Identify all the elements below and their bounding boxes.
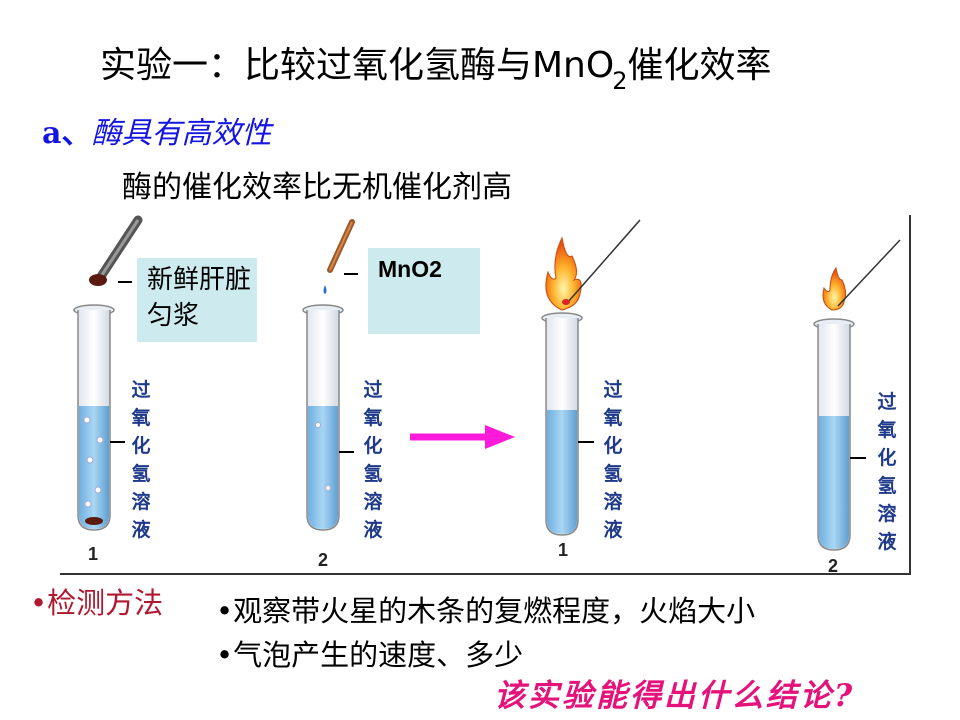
liver-dropper [89, 215, 143, 286]
section-letter: a、 [42, 116, 92, 151]
subtitle: 酶的催化效率比无机催化剂高 [122, 170, 512, 205]
liver-label: 新鲜肝脏匀浆 [137, 258, 257, 342]
test-tube-1 [73, 304, 125, 531]
detection-method-label: •检测方法 [30, 586, 164, 620]
mno2-label: MnO2 [368, 248, 480, 334]
small-flame [822, 239, 901, 311]
method-item-2: •气泡产生的速度、多少 [216, 638, 524, 672]
method-item-1: •观察带火星的木条的复燃程度，火焰大小 [216, 594, 756, 628]
test-tube-3 [541, 312, 594, 536]
tube-number-2: 2 [318, 550, 329, 570]
section-heading-text: 酶具有高效性 [91, 116, 272, 151]
tube-number-1: 1 [88, 544, 99, 564]
test-tube-2 [302, 304, 354, 531]
solution-label-2: 过氧化氢溶液 [363, 379, 383, 541]
page-title: 实验一：比较过氧化氢酶与MnO2催化效率 [100, 36, 772, 95]
test-tube-4 [813, 318, 866, 551]
conclusion-question: 该实验能得出什么结论? [494, 678, 856, 714]
solution-label-4: 过氧化氢溶液 [877, 391, 897, 553]
tube-number-4: 2 [828, 556, 839, 576]
section-heading: a、酶具有高效性 [42, 108, 271, 152]
title-subscript: 2 [612, 67, 628, 95]
comparison-arrow [410, 425, 515, 449]
experiment-diagram [60, 215, 911, 575]
solution-label-1: 过氧化氢溶液 [131, 379, 151, 541]
title-tail: 催化效率 [627, 45, 772, 86]
big-flame [545, 219, 641, 311]
mno2-dropper [323, 219, 358, 294]
solution-label-3: 过氧化氢溶液 [603, 379, 623, 541]
title-main: 实验一：比较过氧化氢酶与MnO [100, 45, 615, 86]
tube-number-3: 1 [558, 540, 569, 560]
